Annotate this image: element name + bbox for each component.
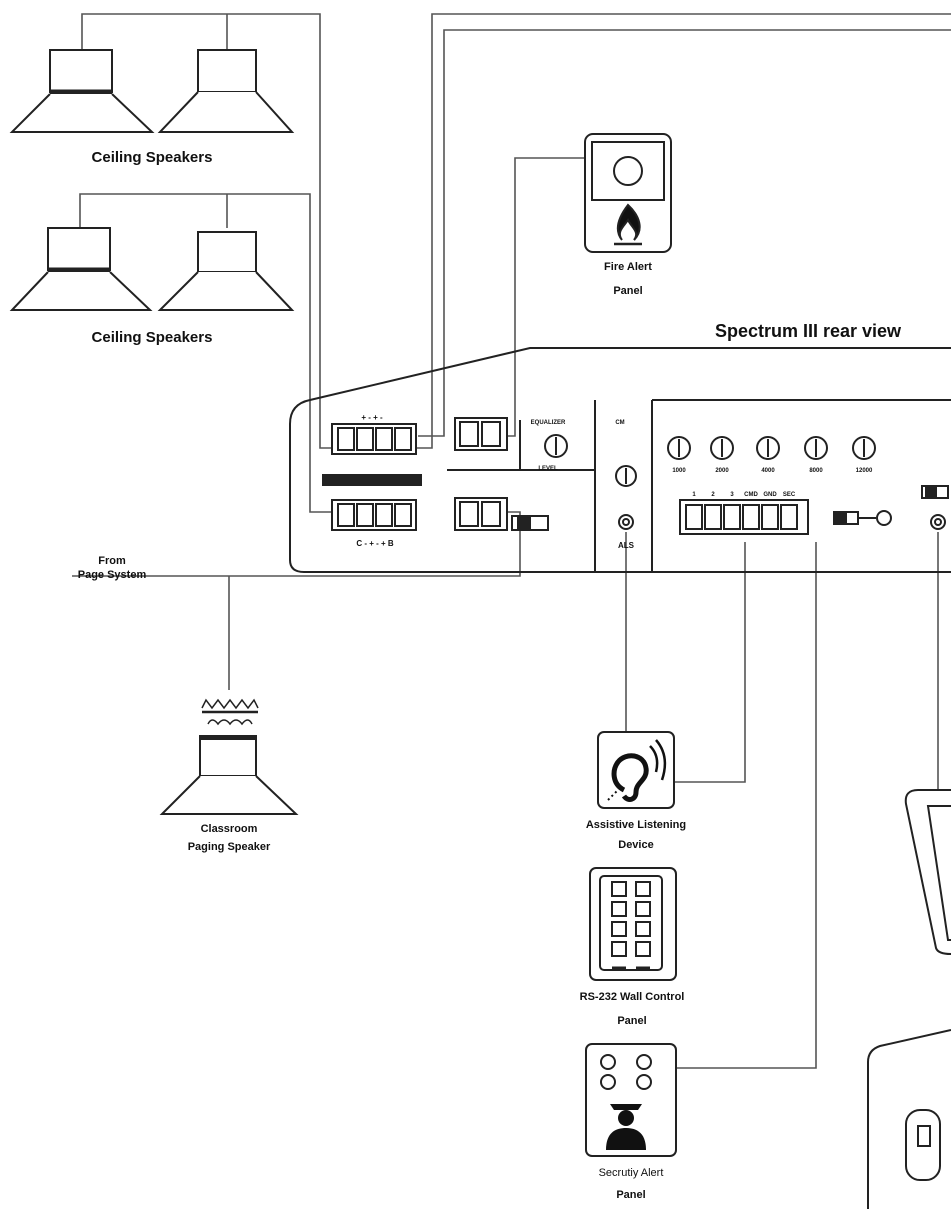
level-knob[interactable] — [544, 434, 568, 458]
rs232-pin-6: SEC — [783, 492, 796, 498]
security-label-line2: Panel — [616, 1189, 645, 1201]
page-terminal — [454, 497, 508, 531]
wire-security — [676, 542, 817, 1069]
ear-icon — [607, 739, 667, 802]
rs232-wall-control-panel — [589, 867, 677, 981]
eq-knobs — [667, 436, 876, 460]
fire-alert-label-line2: Panel — [613, 285, 642, 297]
level-label: LEVEL — [538, 466, 558, 472]
fire-alert-label-line1: Fire Alert — [604, 261, 652, 273]
rs232-pin-1: 1 — [692, 492, 696, 498]
right-jack[interactable] — [930, 514, 946, 530]
als-jack[interactable] — [618, 514, 634, 530]
right-switch[interactable] — [921, 485, 949, 499]
als-knob[interactable] — [615, 465, 637, 487]
ceiling-speakers-group-1 — [9, 49, 295, 133]
security-alert-panel — [585, 1043, 677, 1157]
eq-band-4: 8000 — [809, 468, 823, 474]
terminal-top-label: + - + - — [361, 413, 383, 422]
ceiling-speakers-group-2 — [9, 227, 295, 311]
wire-ceiling-1 — [81, 13, 332, 449]
assistive-label-line2: Device — [618, 839, 653, 851]
rs232-pin-3: 3 — [730, 492, 734, 498]
security-label-line1: Secrutiy Alert — [599, 1167, 664, 1179]
rs232-pin-4: CMD — [744, 492, 758, 498]
classroom-speaker-icon — [159, 698, 299, 815]
terminal-mid-label — [322, 474, 422, 486]
assistive-label-line1: Assistive Listening — [586, 819, 686, 831]
ceiling-speakers-label-2: Ceiling Speakers — [92, 329, 213, 346]
page-system-label: Page System — [78, 569, 147, 581]
voltage-switch[interactable] — [511, 515, 549, 531]
ceiling-speaker-icon — [9, 49, 155, 133]
wire-rs232 — [675, 542, 746, 783]
als-label: ALS — [618, 541, 635, 550]
ceiling-speaker-icon — [157, 49, 295, 133]
rs232-label-line2: Panel — [617, 1015, 646, 1027]
equalizer-label: EQUALIZER — [531, 420, 566, 426]
terminal-bottom-label: C - + - + B — [356, 539, 394, 548]
cm-label: CM — [615, 420, 624, 426]
flame-icon — [614, 203, 642, 246]
right-device-upper — [904, 789, 951, 955]
eq-band-5: 12000 — [856, 468, 873, 474]
eq-knob[interactable] — [667, 436, 691, 460]
equalizer-terminal — [454, 417, 508, 451]
classroom-label-line2: Paging Speaker — [188, 841, 271, 853]
fire-alert-panel — [584, 133, 672, 253]
eq-band-3: 4000 — [761, 468, 775, 474]
rs232-pin-2: 2 — [711, 492, 715, 498]
wire-fire-alert — [505, 157, 585, 437]
ceiling-speakers-label-1: Ceiling Speakers — [92, 149, 213, 166]
wire-page-system — [72, 511, 521, 577]
diagram-title: Spectrum III rear view — [715, 321, 902, 341]
amplifier-rear-panel — [289, 347, 951, 573]
security-guard-icon — [606, 1104, 646, 1150]
right-device-lower — [867, 1029, 951, 1209]
eq-knob[interactable] — [756, 436, 780, 460]
rs232-label-line1: RS-232 Wall Control — [580, 991, 685, 1003]
eq-knob[interactable] — [852, 436, 876, 460]
eq-knob[interactable] — [804, 436, 828, 460]
speaker-terminal-top — [331, 423, 417, 455]
ceiling-speaker-icon — [157, 231, 295, 311]
wire-top-right-1 — [415, 13, 951, 449]
from-label: From — [98, 555, 126, 567]
wiring — [72, 13, 951, 1069]
speaker-terminal-bottom — [331, 499, 417, 531]
wire-top-right-2 — [418, 29, 951, 437]
rs232-terminal — [679, 499, 809, 535]
wire-ceiling-2 — [79, 193, 332, 513]
eq-knob[interactable] — [710, 436, 734, 460]
mode-switch[interactable] — [833, 510, 892, 526]
eq-band-2: 2000 — [715, 468, 729, 474]
classroom-label-line1: Classroom — [201, 823, 258, 835]
rs232-pin-5: GND — [763, 492, 777, 498]
ceiling-speaker-icon — [9, 227, 153, 311]
eq-band-1: 1000 — [672, 468, 686, 474]
assistive-listening-device — [597, 731, 675, 809]
